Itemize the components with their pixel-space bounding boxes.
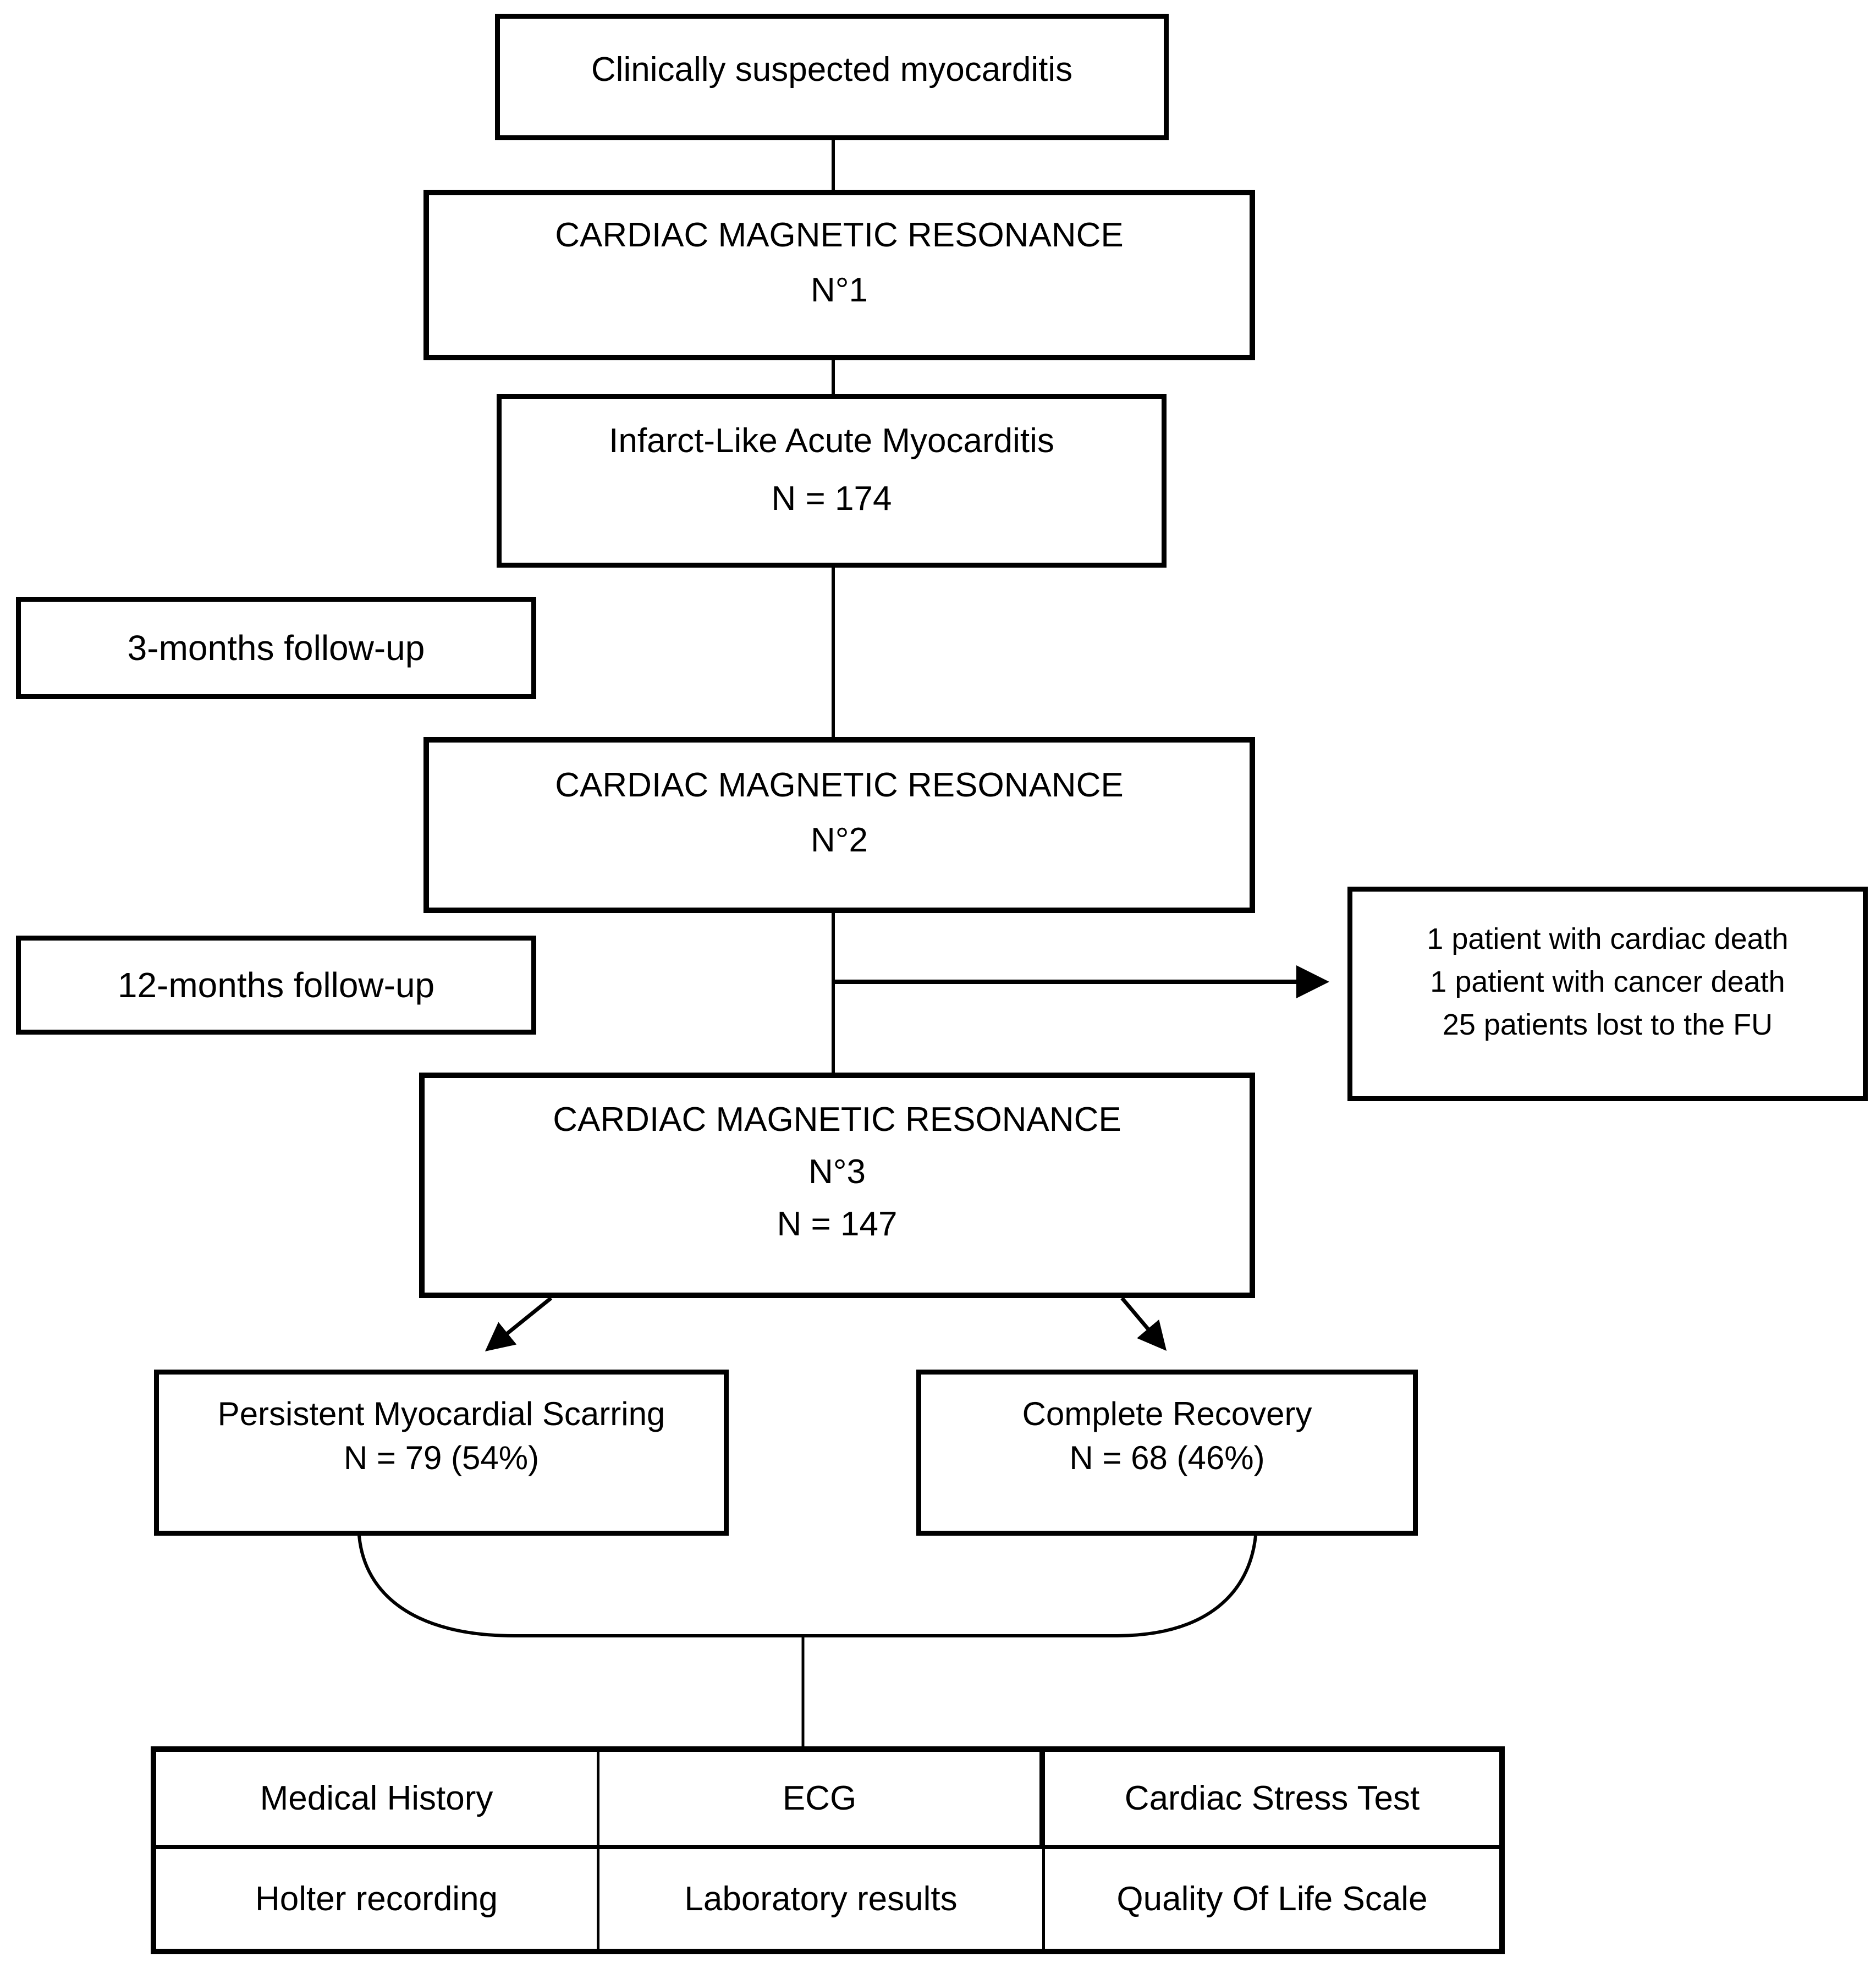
node-count: N = 79 (54%)	[343, 1439, 540, 1476]
node-title: CARDIAC MAGNETIC RESONANCE	[553, 1100, 1121, 1139]
node-count: N = 147	[777, 1205, 898, 1243]
loss-cancer-death: 1 patient with cancer death	[1430, 965, 1785, 998]
node-title: Complete Recovery	[1022, 1395, 1312, 1432]
table-cell-laboratory-results: Laboratory results	[599, 1849, 1045, 1949]
table-cell-holter-recording: Holter recording	[156, 1849, 599, 1949]
node-persistent-myocardial-scarring: Persistent Myocardial Scarring N = 79 (5…	[154, 1370, 729, 1536]
node-clinically-suspected-myocarditis: Clinically suspected myocarditis	[495, 14, 1169, 140]
node-title: CARDIAC MAGNETIC RESONANCE	[555, 766, 1124, 804]
node-title: Infarct-Like Acute Myocarditis	[609, 422, 1054, 460]
table-cell-ecg: ECG	[599, 1752, 1045, 1849]
node-title: Persistent Myocardial Scarring	[217, 1395, 665, 1432]
arrow-to-scarring-box	[485, 1296, 553, 1351]
node-3-months-follow-up: 3-months follow-up	[16, 597, 536, 699]
node-infarct-like-acute-myocarditis: Infarct-Like Acute Myocarditis N = 174	[497, 394, 1167, 568]
node-cardiac-magnetic-resonance-3: CARDIAC MAGNETIC RESONANCE N°3 N = 147	[419, 1073, 1255, 1298]
table-cell-cardiac-stress-test: Cardiac Stress Test	[1045, 1752, 1499, 1849]
node-12-months-follow-up: 12-months follow-up	[16, 936, 536, 1035]
node-cardiac-magnetic-resonance-2: CARDIAC MAGNETIC RESONANCE N°2	[423, 737, 1255, 913]
node-label: 12-months follow-up	[117, 965, 435, 1005]
node-label: Clinically suspected myocarditis	[591, 51, 1073, 89]
merge-brace-curve	[357, 1535, 1257, 1637]
node-cardiac-magnetic-resonance-1: CARDIAC MAGNETIC RESONANCE N°1	[423, 190, 1255, 360]
node-follow-up-losses: 1 patient with cardiac death 1 patient w…	[1347, 887, 1868, 1101]
loss-lost-to-follow-up: 25 patients lost to the FU	[1442, 1008, 1773, 1041]
node-number: N°2	[810, 821, 868, 859]
table-cell-quality-of-life-scale: Quality Of Life Scale	[1045, 1849, 1499, 1949]
node-complete-recovery: Complete Recovery N = 68 (46%)	[916, 1370, 1418, 1536]
node-title: CARDIAC MAGNETIC RESONANCE	[555, 216, 1124, 254]
node-number: N°1	[810, 271, 868, 309]
node-label: 3-months follow-up	[127, 628, 425, 668]
loss-cardiac-death: 1 patient with cardiac death	[1427, 922, 1789, 955]
node-count: N = 174	[771, 480, 892, 518]
arrow-to-recovery-box	[1120, 1296, 1167, 1351]
table-cell-medical-history: Medical History	[156, 1752, 599, 1849]
assessments-table: Medical History ECG Cardiac Stress Test …	[151, 1746, 1505, 1954]
node-count: N = 68 (46%)	[1069, 1439, 1265, 1476]
node-number: N°3	[808, 1152, 866, 1191]
